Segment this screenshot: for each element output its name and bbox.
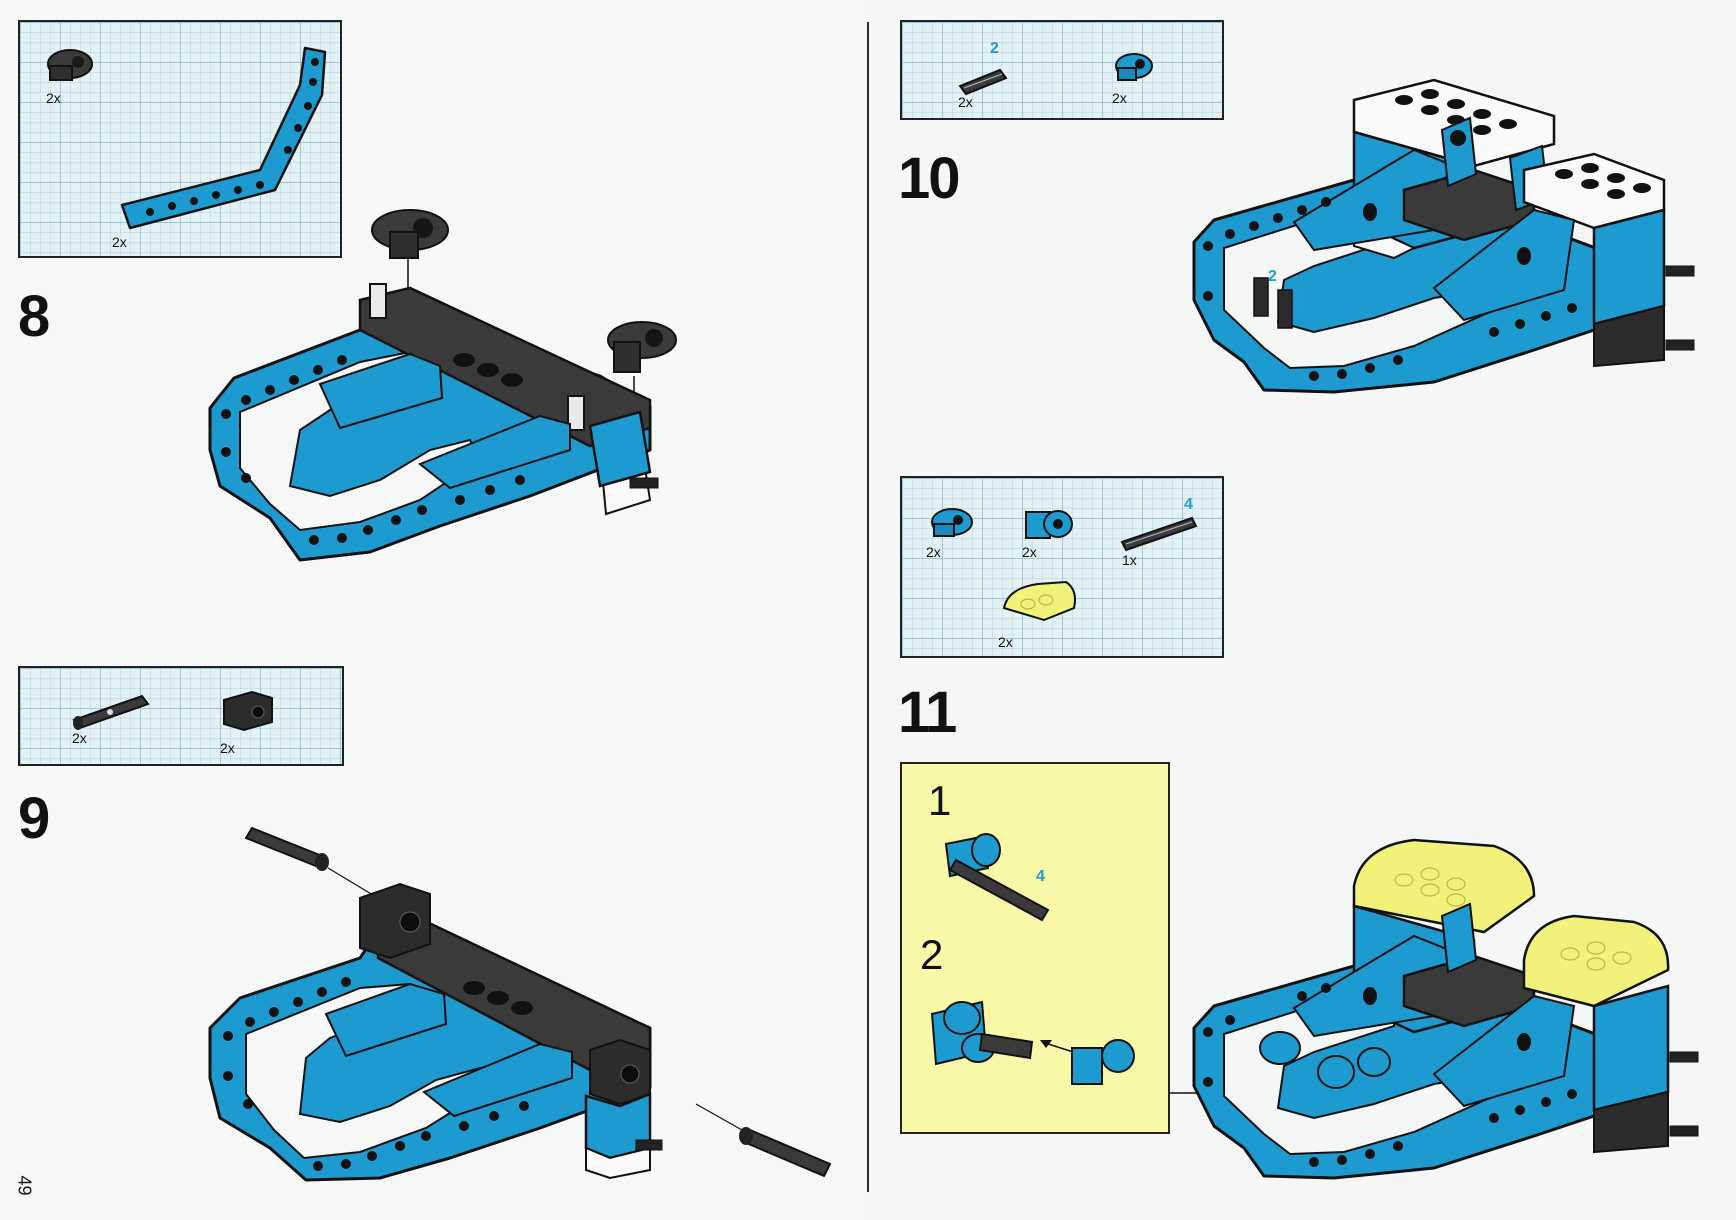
yellow-curved-brick-icon [1352,838,1536,934]
pin-connector-icon [47,49,93,81]
axle-4-icon [1120,516,1198,552]
part-qty: 2x [998,634,1013,650]
part-qty: 2x [220,740,235,756]
axle-joiner-icon [1071,1039,1135,1085]
part-qty: 2x [1112,90,1127,106]
pin-connector-icon [1115,53,1153,81]
page-number: 49 [14,1175,35,1196]
long-pin-icon [244,826,329,871]
part-qty: 1x [1122,552,1137,568]
part-qty: 2x [46,90,61,106]
step-11-number: 11 [898,680,957,745]
step-10-number: 10 [898,146,960,211]
step-8-number: 8 [18,284,50,349]
axle-2-icon [958,68,1008,96]
part-qty: 2x [958,94,973,110]
pin-connector-icon [931,508,973,537]
axle-joiner-icon [1025,510,1073,539]
step-10-parts-box: 2 2x 2x [900,20,1224,120]
step-9-number: 9 [18,786,50,851]
step-10-callout: 2 [1294,292,1303,309]
sub-step-1-assembly [944,833,1050,922]
axle-2-icon [1277,289,1293,329]
bent-beam-icon [120,46,327,230]
axle-length-label: 2 [990,40,999,57]
step-10-model [1192,78,1695,394]
page-divider [867,22,869,1192]
step-10-callout: 2 [1268,268,1277,285]
part-qty: 2x [1022,544,1037,560]
axle-2-icon [1253,277,1269,317]
pin-connector-icon [371,209,449,259]
pin-connector-icon [1259,1031,1391,1089]
step-9-parts-box: 2x 2x [18,666,344,766]
pin-connector-icon [607,321,677,373]
part-qty: 2x [112,234,127,250]
sub-assembly-panel: 1 4 2 [900,762,1170,1134]
technic-brick-icon [359,882,431,960]
yellow-curved-brick-icon [1522,914,1670,1008]
sub-step-number: 1 [928,777,952,824]
pin-connector-icon [1440,116,1478,188]
yellow-curved-brick-icon [1002,580,1076,622]
axle-length-label: 4 [1036,868,1045,885]
long-pin-icon [739,1127,832,1178]
technic-brick-icon [223,690,273,732]
part-qty: 2x [926,544,941,560]
sub-step-number: 2 [920,931,944,978]
sub-step-2-assembly [930,1000,1135,1085]
step-8-parts-box: 2x 2x [18,20,342,258]
step-9-model [208,826,832,1182]
step-11-model [1192,838,1699,1180]
axle-4-icon [948,858,1050,922]
axle-length-label: 4 [1184,496,1193,513]
technic-brick-icon [589,1038,651,1106]
step-11-parts-box: 2x 2x 4 1x 2x [900,476,1224,658]
part-qty: 2x [72,730,87,746]
long-pin-icon [72,694,150,730]
step-8-model [208,209,677,562]
